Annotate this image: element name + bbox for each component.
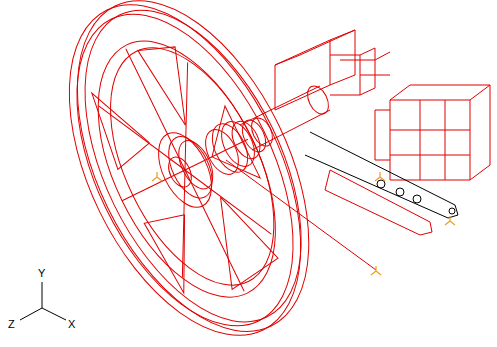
axis-label: Y: [38, 268, 45, 279]
box-wireframe: [375, 85, 490, 180]
axis-label: X: [68, 319, 75, 330]
axis-triad: [20, 282, 66, 320]
marker-symbols: [152, 172, 455, 275]
shaft-wireframe: [164, 30, 390, 191]
arm-wireframe: [325, 170, 432, 235]
wheel-wireframe: [22, 0, 357, 347]
axis-label: Z: [8, 319, 15, 330]
linkage-arm: [305, 132, 458, 218]
